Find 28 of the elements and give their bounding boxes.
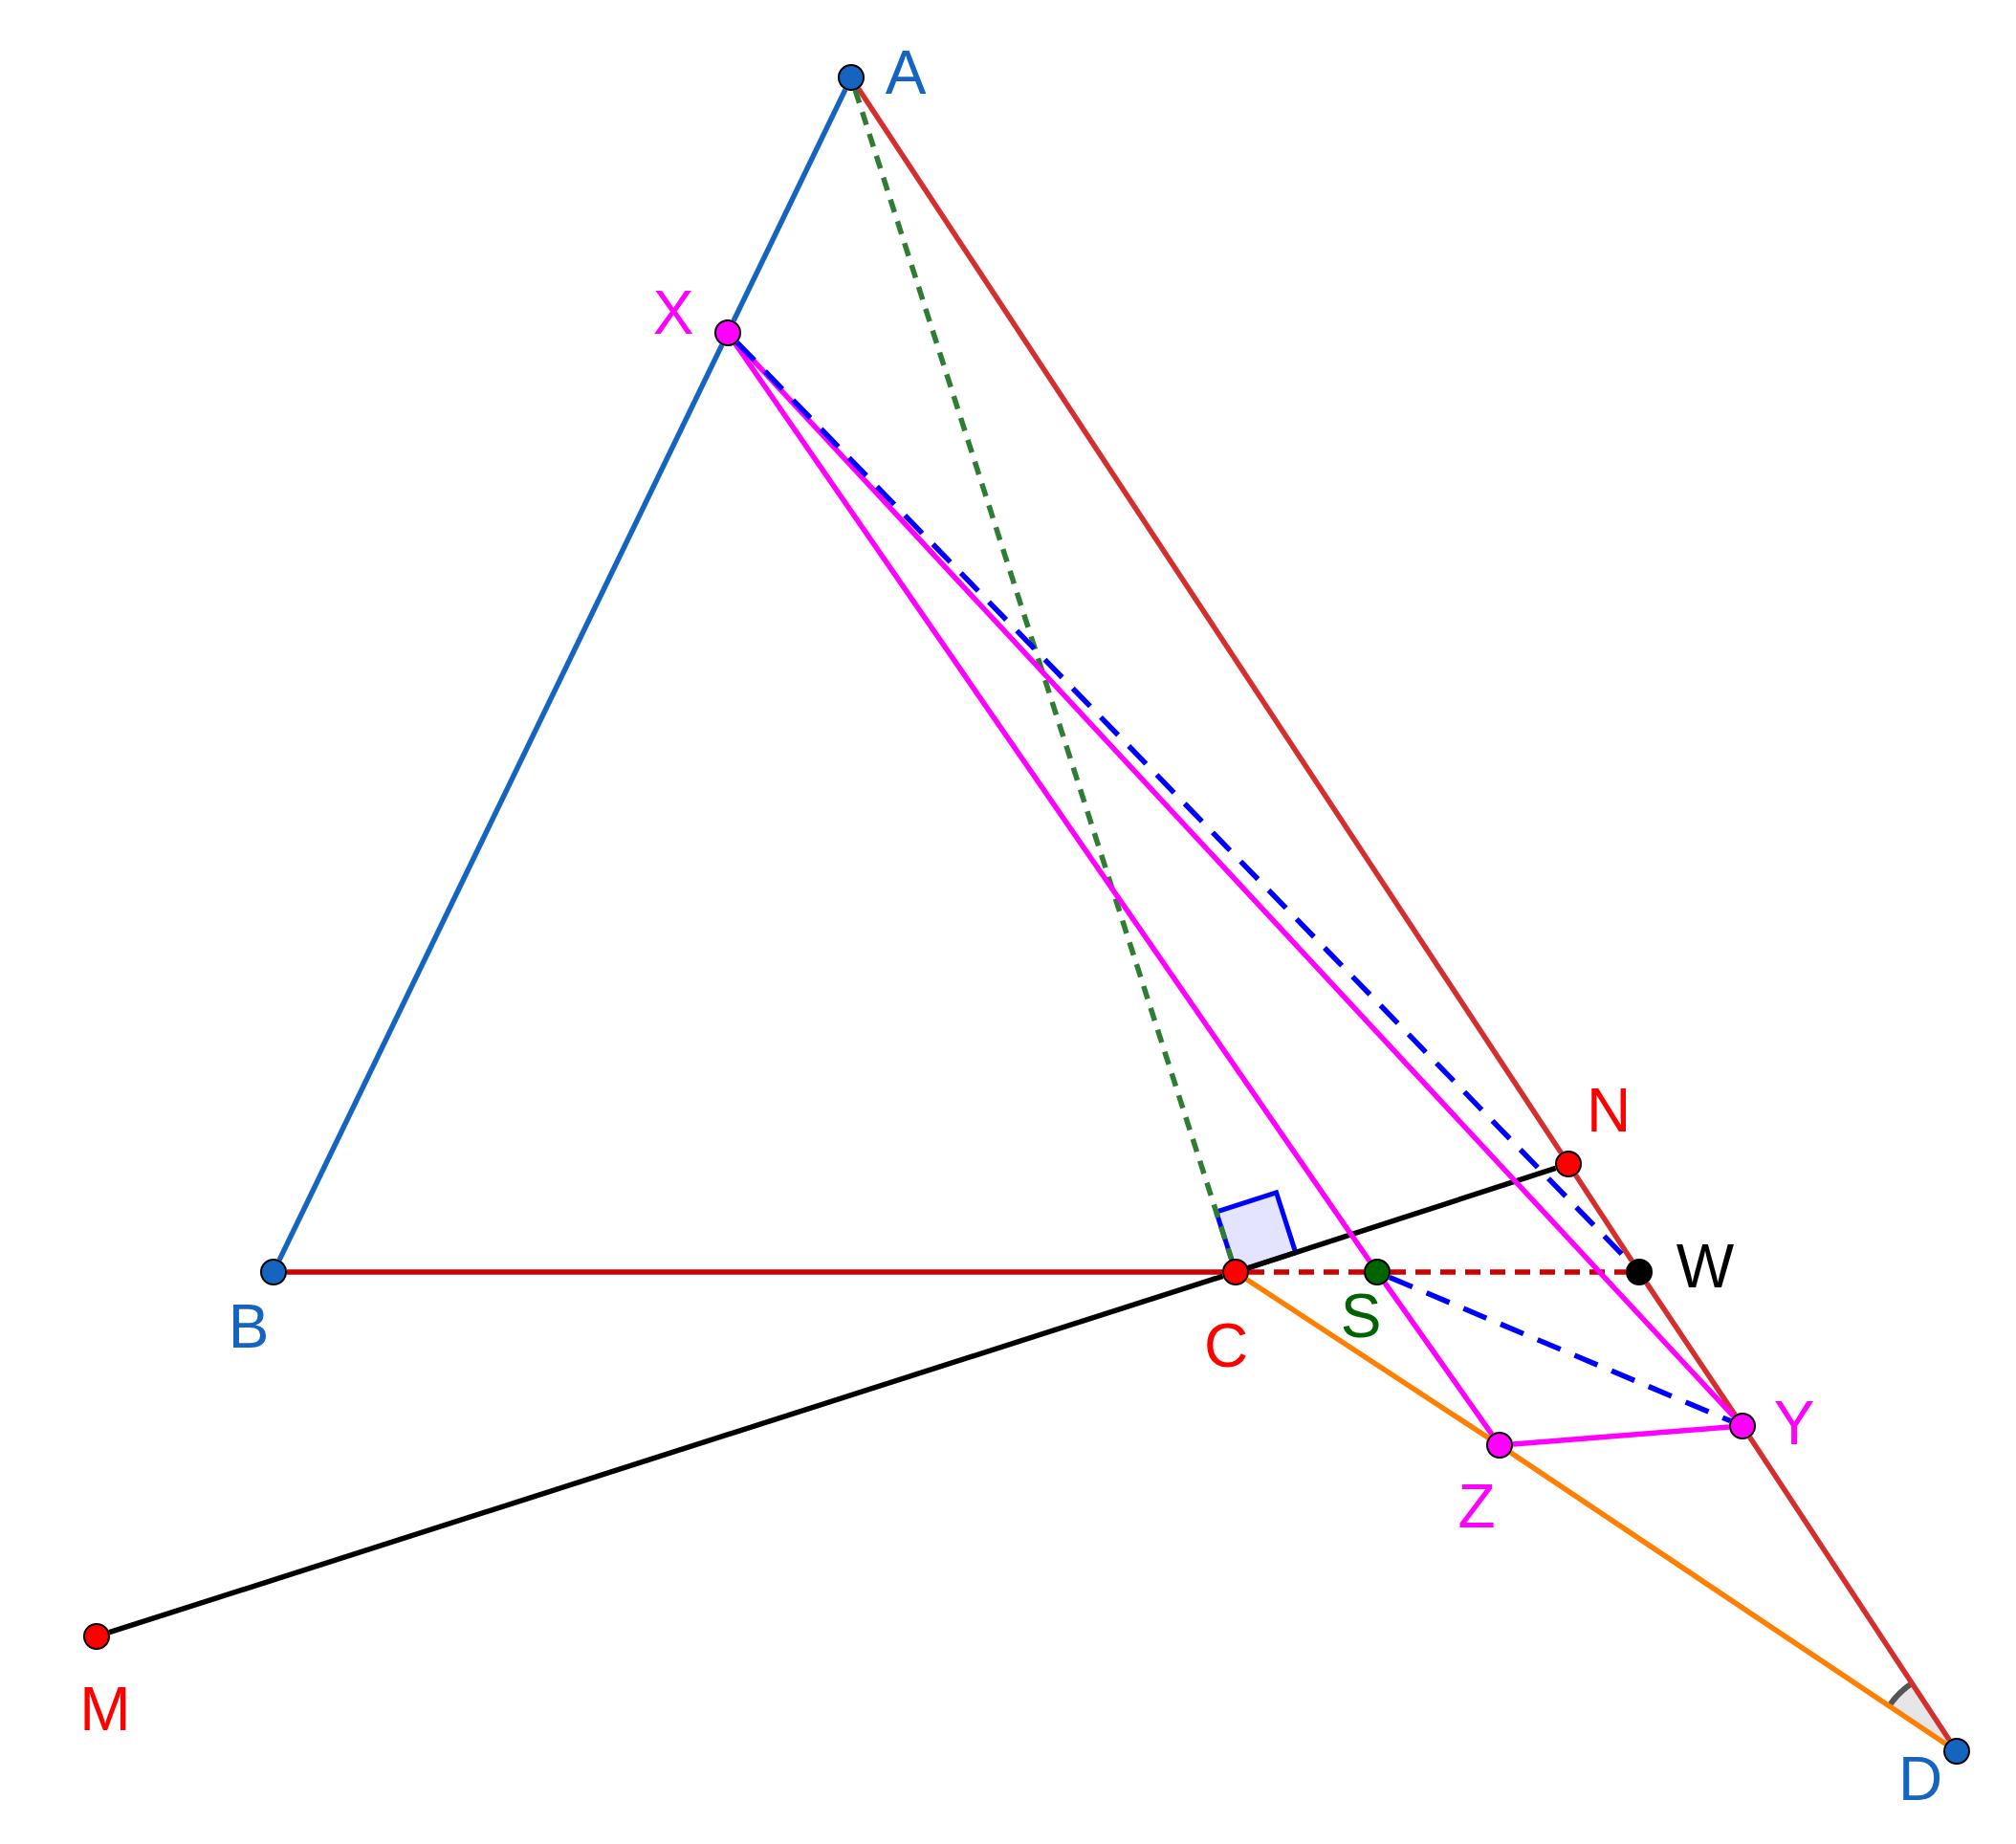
line-segment	[1644, 1282, 1738, 1416]
line-segment	[1747, 1436, 1952, 1742]
line-segment	[1247, 1165, 1557, 1271]
point-label: Y	[1773, 1393, 1815, 1454]
point-label: N	[1586, 1080, 1632, 1141]
point-label: B	[228, 1296, 270, 1357]
dashed-line	[852, 89, 1235, 1261]
line-segment	[1509, 1450, 1947, 1746]
line-segment	[1573, 1174, 1634, 1262]
dashed-line	[1391, 1269, 1626, 1275]
line-segment	[1382, 1281, 1495, 1437]
dashed-line	[1249, 1269, 1364, 1275]
dashed-line	[1388, 1274, 1732, 1424]
line-segment	[856, 87, 1564, 1154]
line-segment	[731, 88, 848, 322]
line-segment	[276, 343, 725, 1262]
point-label: S	[1340, 1285, 1382, 1347]
point-label: M	[79, 1679, 131, 1740]
point-label: W	[1676, 1236, 1735, 1297]
line-segment	[1512, 1424, 1730, 1447]
point-label: A	[885, 42, 927, 103]
point-label: Z	[1457, 1476, 1496, 1537]
line-segment	[287, 1269, 1222, 1275]
point-label: C	[1203, 1315, 1249, 1376]
point-label: D	[1897, 1748, 1943, 1810]
point-label: X	[652, 282, 694, 343]
line-segment	[108, 1273, 1224, 1635]
line-segment	[1245, 1277, 1490, 1440]
